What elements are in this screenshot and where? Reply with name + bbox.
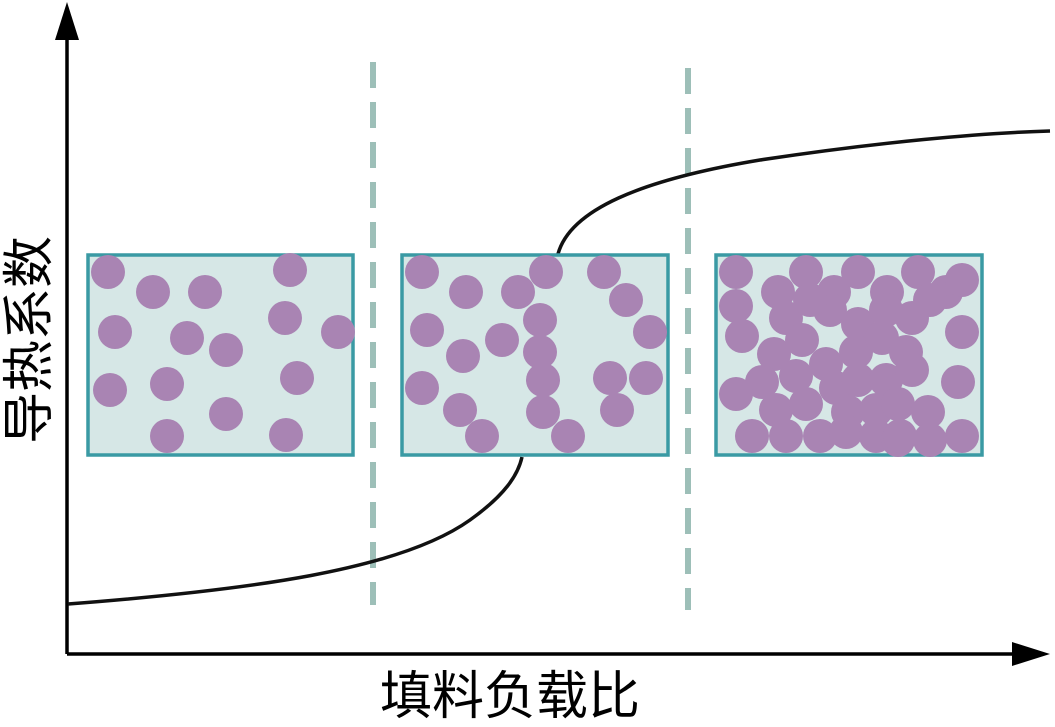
filler-particle bbox=[443, 393, 477, 427]
filler-particle bbox=[600, 393, 634, 427]
filler-particle bbox=[609, 283, 643, 317]
filler-particle bbox=[881, 387, 915, 421]
filler-particle bbox=[629, 361, 663, 395]
filler-particle bbox=[869, 293, 903, 327]
filler-particle bbox=[829, 415, 863, 449]
filler-particle bbox=[209, 397, 243, 431]
filler-particle bbox=[209, 333, 243, 367]
y-axis-arrowhead bbox=[55, 2, 79, 40]
filler-particle bbox=[501, 275, 535, 309]
filler-particle bbox=[719, 289, 753, 323]
filler-particle bbox=[841, 255, 875, 289]
filler-particle bbox=[465, 419, 499, 453]
filler-particle bbox=[529, 255, 563, 289]
filler-particle bbox=[779, 359, 813, 393]
filler-particle bbox=[789, 387, 823, 421]
filler-particle bbox=[725, 319, 759, 353]
filler-particle bbox=[523, 335, 557, 369]
x-axis-arrowhead bbox=[1012, 642, 1050, 666]
filler-particle bbox=[633, 315, 667, 349]
filler-particle bbox=[269, 418, 303, 452]
filler-particle bbox=[410, 313, 444, 347]
filler-particle bbox=[587, 255, 621, 289]
filler-particle bbox=[93, 373, 127, 407]
filler-particle bbox=[841, 363, 875, 397]
filler-particle bbox=[136, 275, 170, 309]
filler-particle bbox=[735, 419, 769, 453]
filler-particle bbox=[405, 371, 439, 405]
filler-particle bbox=[405, 255, 439, 289]
filler-particle bbox=[150, 419, 184, 453]
filler-particle bbox=[91, 255, 125, 289]
filler-particle bbox=[551, 419, 585, 453]
filler-particle bbox=[945, 315, 979, 349]
filler-particle bbox=[446, 339, 480, 373]
filler-particle bbox=[526, 363, 560, 397]
filler-particle bbox=[803, 419, 837, 453]
x-axis-label: 填料负载比 bbox=[380, 667, 641, 727]
filler-particle bbox=[98, 315, 132, 349]
filler-particle bbox=[745, 365, 779, 399]
filler-particle bbox=[449, 275, 483, 309]
filler-particle bbox=[268, 301, 302, 335]
filler-particle bbox=[170, 321, 204, 355]
filler-particle bbox=[895, 353, 929, 387]
conductivity-curve-upper bbox=[556, 129, 1051, 255]
filler-particle bbox=[945, 263, 979, 297]
filler-particle bbox=[280, 361, 314, 395]
filler-particle bbox=[839, 335, 873, 369]
filler-particle bbox=[719, 377, 753, 411]
filler-particle bbox=[793, 283, 827, 317]
panel-high-loading bbox=[714, 253, 984, 457]
y-axis-label: 导热系数 bbox=[0, 235, 60, 445]
panel-low-loading bbox=[86, 253, 355, 457]
filler-particle bbox=[273, 253, 307, 287]
filler-particle bbox=[150, 367, 184, 401]
filler-particle bbox=[785, 323, 819, 357]
filler-particle bbox=[761, 275, 795, 309]
filler-particle bbox=[913, 283, 947, 317]
filler-particle bbox=[945, 419, 979, 453]
filler-particle bbox=[901, 255, 935, 289]
filler-particle bbox=[485, 323, 519, 357]
filler-particle bbox=[757, 337, 791, 371]
filler-particle bbox=[911, 395, 945, 429]
filler-particle bbox=[883, 419, 917, 453]
filler-particle bbox=[593, 361, 627, 395]
filler-particle bbox=[719, 255, 753, 289]
filler-particle bbox=[759, 393, 793, 427]
filler-particle bbox=[188, 275, 222, 309]
conductivity-curve-lower bbox=[67, 456, 524, 606]
panel-percolation bbox=[400, 253, 670, 457]
filler-particle bbox=[523, 303, 557, 337]
filler-particle bbox=[526, 395, 560, 429]
filler-particle bbox=[321, 315, 355, 349]
filler-particle bbox=[789, 255, 823, 289]
filler-particle bbox=[769, 419, 803, 453]
filler-particle bbox=[941, 365, 975, 399]
filler-particle bbox=[913, 423, 947, 457]
